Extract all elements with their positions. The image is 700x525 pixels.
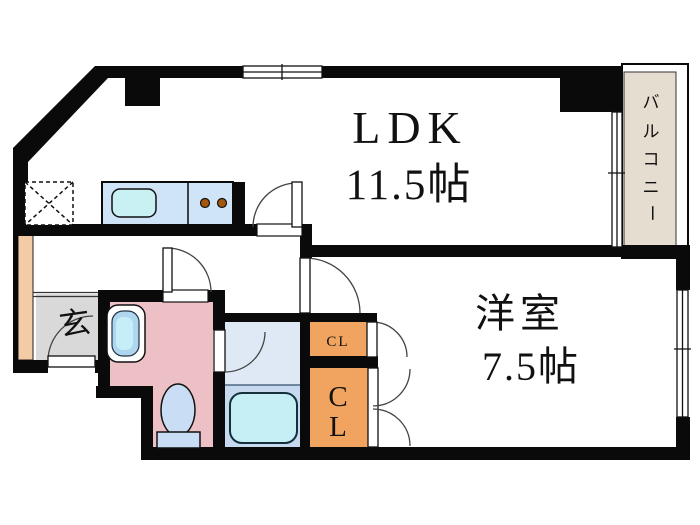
- wall-bedroom-right-bottom: [676, 417, 690, 460]
- closet-upper-floor: [310, 322, 367, 356]
- closet-lower-label-l: L: [329, 411, 347, 443]
- bath-floor-upper: [225, 322, 300, 385]
- wall-bathroom-step-h: [96, 386, 153, 398]
- wall-diagonal: [13, 66, 108, 162]
- closet-upper-label: CL: [326, 334, 349, 350]
- wall-bathroom-top-left: [98, 290, 163, 302]
- ldk-label: LDK: [352, 102, 468, 153]
- balcony-label-char-1: ル: [643, 122, 660, 141]
- bathroom-door-arc: [166, 247, 212, 293]
- closet-upper-door-arc: [371, 321, 408, 358]
- balcony-label-char-2: コ: [643, 150, 660, 169]
- kitchen-sink: [111, 188, 157, 218]
- wall-left-thin: [13, 236, 18, 373]
- wall-top-right: [322, 66, 622, 78]
- balcony-label-char-4: ー: [642, 205, 661, 222]
- wall-entrance-bottom-left: [13, 360, 48, 373]
- toilet-tank: [156, 431, 201, 449]
- closet-lower-bifold-door: [367, 367, 379, 448]
- wall-bath-closet: [300, 322, 310, 447]
- pipe-space: [17, 232, 34, 361]
- closet-lower-bifold-arc-top: [372, 368, 411, 407]
- entrance-floor: [36, 294, 98, 362]
- toilet-bowl: [160, 383, 196, 437]
- fixtures: [106, 304, 298, 449]
- western-room-size-label: 7.5帖: [482, 344, 580, 389]
- wall-ldk-right-pillar: [560, 66, 622, 112]
- labels: LDK 11.5帖 洋室 7.5帖 玄 CL C L バ ル コ ニ ー: [57, 93, 661, 443]
- stove-burner-right: [216, 197, 228, 209]
- wall-closet-divider: [310, 356, 368, 368]
- wall-bath-top: [213, 313, 377, 322]
- doors: [47, 181, 411, 448]
- balcony-label-char-3: ニ: [643, 178, 660, 197]
- wall-closet-jamb: [367, 356, 378, 368]
- entrance-label: 玄: [57, 304, 93, 343]
- refrigerator-space-cross-2: [24, 181, 74, 226]
- ldk-door-threshold: [256, 223, 303, 237]
- balcony-label-char-0: バ: [643, 93, 660, 112]
- walls: [13, 66, 690, 460]
- wall-bathroom-bath-lower: [213, 372, 225, 447]
- closet-lower-label-c: C: [328, 381, 347, 413]
- bathroom-door-threshold: [162, 289, 209, 303]
- bedroom-door: [299, 257, 311, 314]
- ldk-size-label: 11.5帖: [346, 162, 473, 209]
- bathtub: [229, 392, 298, 444]
- wall-bathroom-top-right: [208, 290, 225, 302]
- wash-basin-inner: [116, 317, 133, 350]
- ldk-hall-door: [291, 181, 303, 228]
- bath-door-arc: [224, 331, 266, 373]
- wall-bathroom-step-v: [141, 386, 153, 460]
- wall-top-pillar: [125, 78, 160, 106]
- closet-lower-bifold-arc-bottom: [372, 408, 411, 447]
- balcony: [621, 63, 689, 259]
- closet-upper-door: [366, 321, 378, 358]
- ldk-hall-door-arc: [252, 182, 298, 228]
- balcony-label: バ ル コ ニ ー: [642, 93, 661, 222]
- bath-door: [213, 329, 226, 373]
- western-room-label: 洋室: [475, 291, 565, 336]
- wall-bedroom-right-top: [676, 257, 690, 290]
- balcony-floor: [623, 71, 677, 249]
- wall-ldk-bedroom: [300, 245, 690, 257]
- bathroom-door: [162, 247, 173, 293]
- stove-burner-left: [199, 197, 211, 209]
- entrance-door: [47, 355, 96, 368]
- refrigerator-space-cross-1: [24, 181, 74, 226]
- wall-counter-pillar: [233, 182, 245, 224]
- entrance-door-arc: [47, 315, 94, 362]
- closet-lower-floor: [310, 368, 368, 447]
- wall-kitchen: [13, 224, 258, 236]
- bedroom-door-arc: [304, 257, 361, 314]
- wall-top-left: [95, 66, 243, 78]
- refrigerator-space: [24, 181, 74, 226]
- kitchen: [24, 181, 234, 226]
- windows: [242, 64, 691, 418]
- wall-bottom: [141, 447, 690, 460]
